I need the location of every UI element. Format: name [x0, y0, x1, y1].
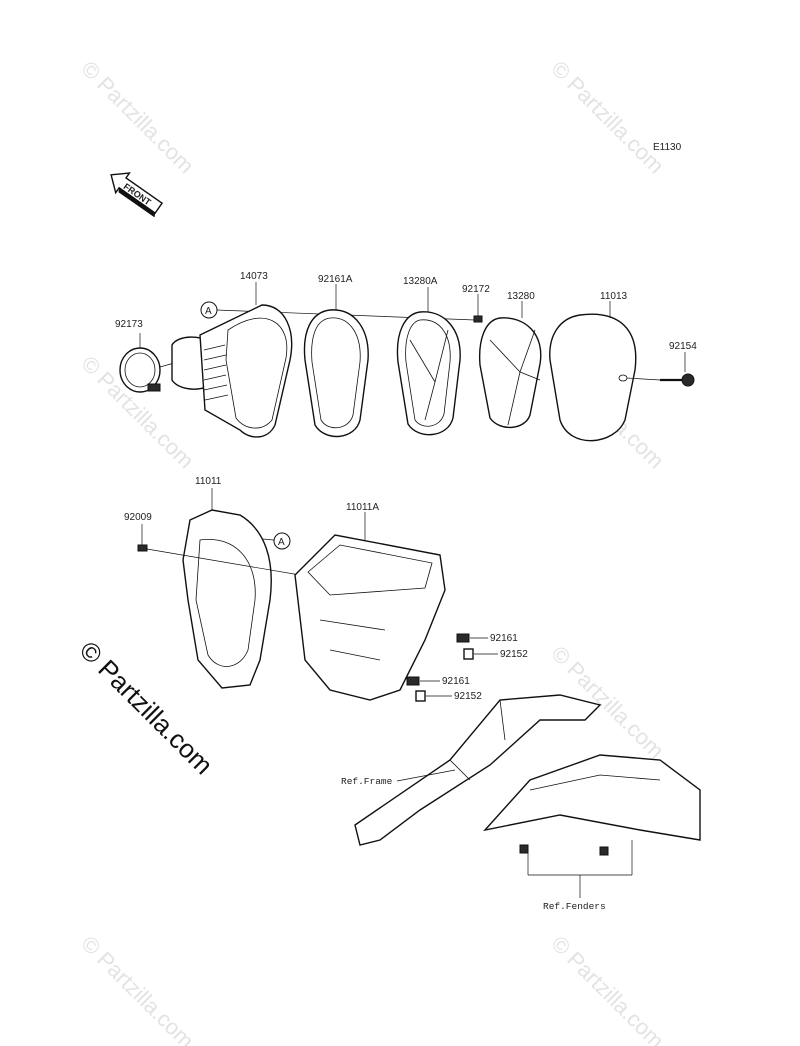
ref-fenders-label[interactable]: Ref.Fenders [543, 901, 606, 912]
part-label-14073[interactable]: 14073 [240, 271, 268, 282]
damper-92161-lower [406, 676, 420, 686]
fender-reference [483, 754, 701, 841]
part-label-92154[interactable]: 92154 [669, 341, 697, 352]
diagram-code: E1130 [653, 142, 682, 153]
part-label-92161a[interactable]: 92161A [318, 274, 353, 285]
ref-frame-label[interactable]: Ref.Frame [341, 776, 393, 787]
collar-92152-lower [415, 690, 426, 702]
part-label-92172[interactable]: 92172 [462, 284, 490, 295]
collar-92152-upper [463, 648, 474, 660]
callout-a-top-label: A [205, 306, 212, 317]
part-label-92152-lower[interactable]: 92152 [454, 691, 482, 702]
frame-reference [354, 694, 602, 846]
part-label-92161-lower[interactable]: 92161 [442, 676, 470, 687]
part-label-92161-upper[interactable]: 92161 [490, 633, 518, 644]
part-label-92152-upper[interactable]: 92152 [500, 649, 528, 660]
air-cleaner-duct-14073 [171, 304, 293, 438]
gasket-92161a [303, 309, 369, 438]
filter-frame-13280 [478, 317, 542, 429]
callout-a-bottom-label: A [278, 537, 285, 548]
part-label-13280a[interactable]: 13280A [403, 276, 438, 287]
watermark-bottom-right: © Partzilla.com [546, 931, 669, 1046]
bolt-fender-right [599, 846, 609, 856]
screw-92009 [137, 544, 148, 552]
part-label-92173[interactable]: 92173 [115, 319, 143, 330]
front-arrow-icon: FRONT [110, 172, 164, 218]
damper-92161-upper [456, 633, 470, 643]
clamp-92173 [119, 347, 161, 393]
watermark-bottom-left: © Partzilla.com [76, 931, 199, 1046]
watermark-top-left: © Partzilla.com [76, 56, 199, 179]
air-cleaner-cover-11011 [182, 509, 272, 689]
part-label-11013[interactable]: 11013 [600, 291, 628, 302]
part-label-11011[interactable]: 11011 [195, 476, 222, 487]
bolt-fender-left [519, 844, 529, 854]
filter-cage-13280a [396, 311, 461, 436]
callout-a-bottom: A [273, 532, 291, 550]
bolt-92154 [660, 373, 695, 387]
callout-a-top: A [200, 301, 218, 319]
air-box-11011a [294, 534, 446, 701]
part-label-92009[interactable]: 92009 [124, 512, 152, 523]
air-filter-element-11013 [549, 313, 637, 442]
screw-92172 [473, 315, 483, 323]
part-label-13280[interactable]: 13280 [507, 291, 535, 302]
part-label-11011a[interactable]: 11011A [346, 502, 379, 513]
watermark-top-right: © Partzilla.com [546, 56, 669, 179]
